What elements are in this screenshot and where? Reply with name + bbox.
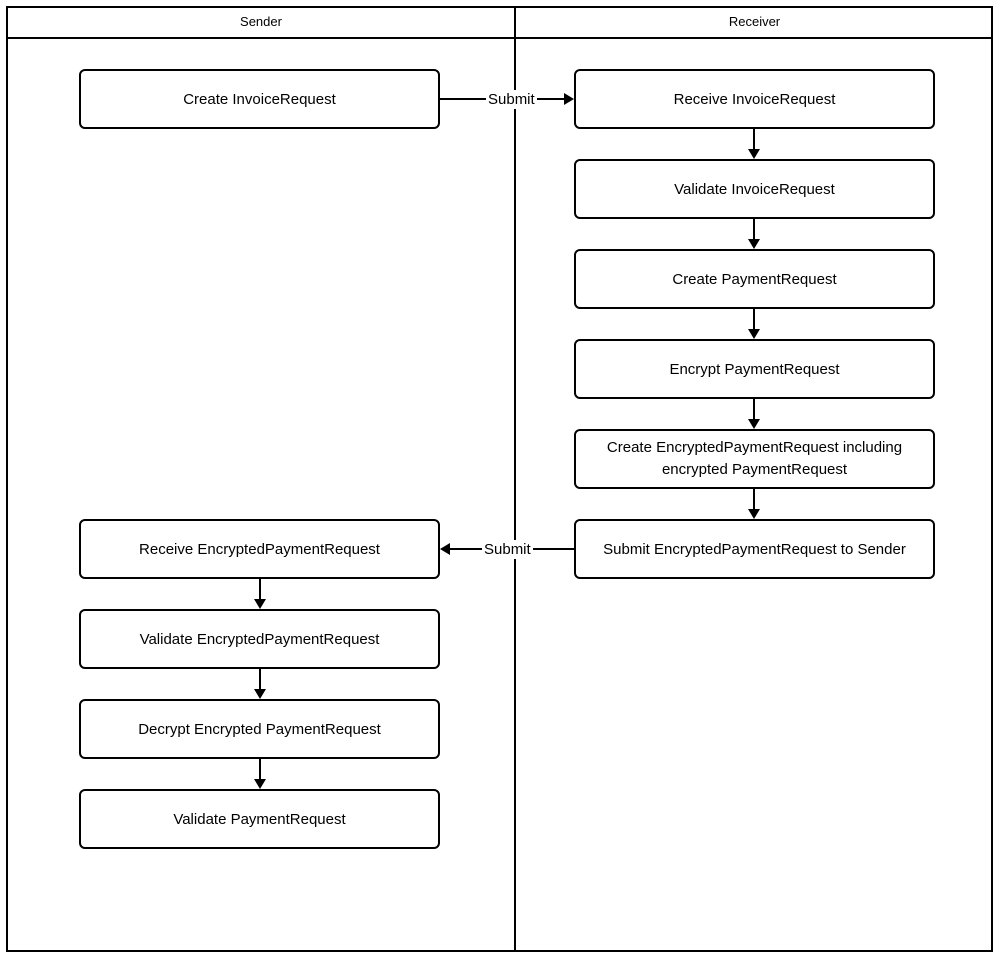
lane-divider (514, 6, 516, 952)
edge-r2-r3-line (753, 219, 755, 239)
edge-s2-s3-line (259, 579, 261, 599)
task-receive-encryptedpaymentrequest[interactable]: Receive EncryptedPaymentRequest (79, 519, 440, 579)
edge-s4-s5-line (259, 759, 261, 779)
task-decrypt-encrypted-paymentrequest[interactable]: Decrypt Encrypted PaymentRequest (79, 699, 440, 759)
edge-r2-r3-arrowhead (748, 239, 760, 249)
task-validate-paymentrequest[interactable]: Validate PaymentRequest (79, 789, 440, 849)
task-create-encryptedpaymentrequest[interactable]: Create EncryptedPaymentRequest including… (574, 429, 935, 489)
task-validate-invoicerequest[interactable]: Validate InvoiceRequest (574, 159, 935, 219)
edge-label-submit-encryptedpaymentrequest: Submit (482, 540, 533, 559)
task-create-paymentrequest[interactable]: Create PaymentRequest (574, 249, 935, 309)
edge-s3-s4-line (259, 669, 261, 689)
edge-submit-invoicerequest-arrowhead (564, 93, 574, 105)
task-submit-encryptedpaymentrequest-to-sender[interactable]: Submit EncryptedPaymentRequest to Sender (574, 519, 935, 579)
task-create-invoicerequest[interactable]: Create InvoiceRequest (79, 69, 440, 129)
edge-s4-s5-arrowhead (254, 779, 266, 789)
edge-s2-s3-arrowhead (254, 599, 266, 609)
edge-r3-r4-line (753, 309, 755, 329)
lane-header-receiver: Receiver (728, 14, 781, 29)
edge-label-submit-invoicerequest: Submit (486, 90, 537, 109)
lane-header-sender: Sender (240, 14, 282, 29)
task-receive-invoicerequest[interactable]: Receive InvoiceRequest (574, 69, 935, 129)
edge-r3-r4-arrowhead (748, 329, 760, 339)
edge-r5-r6-line (753, 489, 755, 509)
task-encrypt-paymentrequest[interactable]: Encrypt PaymentRequest (574, 339, 935, 399)
edge-r4-r5-arrowhead (748, 419, 760, 429)
edge-r1-r2-line (753, 129, 755, 149)
edge-s3-s4-arrowhead (254, 689, 266, 699)
edge-r5-r6-arrowhead (748, 509, 760, 519)
edge-submit-encryptedpaymentrequest-arrowhead (440, 543, 450, 555)
task-validate-encryptedpaymentrequest[interactable]: Validate EncryptedPaymentRequest (79, 609, 440, 669)
edge-r1-r2-arrowhead (748, 149, 760, 159)
lane-header-separator (6, 37, 993, 39)
edge-r4-r5-line (753, 399, 755, 419)
